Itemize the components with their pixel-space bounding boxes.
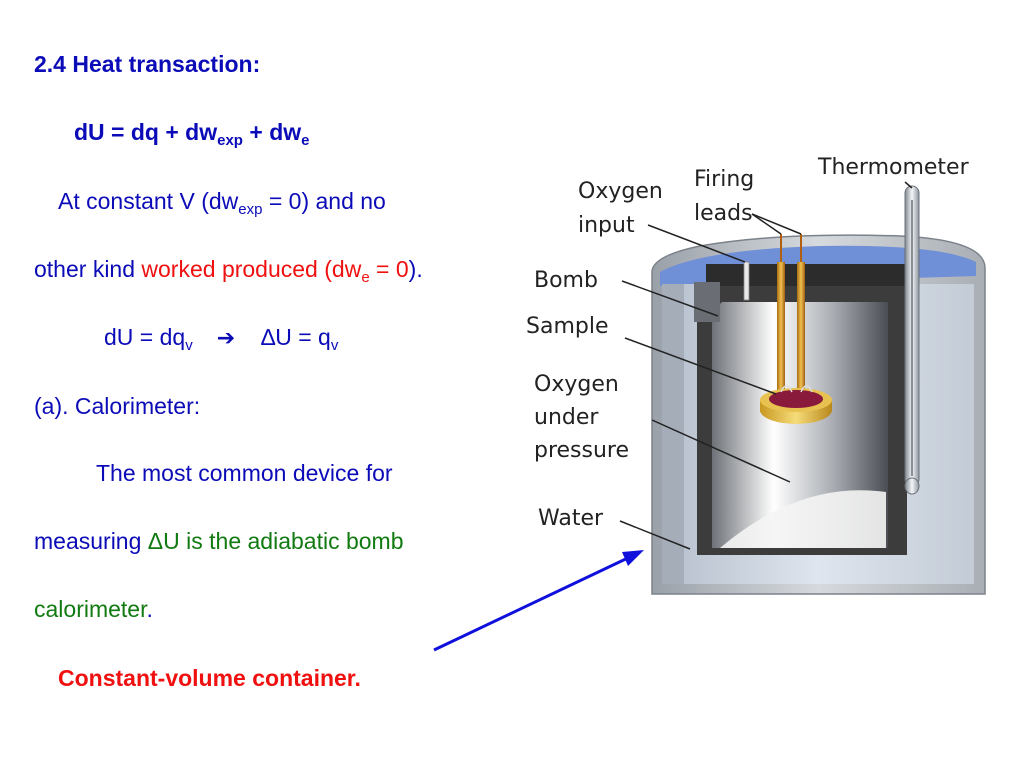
leader-sample bbox=[624, 337, 777, 395]
pointer-arrow-head bbox=[622, 550, 644, 566]
firing-lead-rod-1 bbox=[777, 262, 785, 392]
thermometer-bulb bbox=[904, 477, 920, 495]
label-oxygen-under-pressure: Oxygen under pressure bbox=[534, 372, 629, 463]
eq1-mid: + dw bbox=[242, 119, 302, 145]
p2-l2-green: ΔU is the adiabatic bomb bbox=[147, 528, 404, 554]
calorimeter-heading: (a). Calorimeter: bbox=[34, 393, 201, 419]
bomb-lid bbox=[706, 264, 916, 286]
bomb-interior-floor bbox=[720, 490, 886, 548]
leader-firing-leads-1 bbox=[751, 213, 782, 235]
p2-l3-green: calorimeter bbox=[34, 596, 147, 622]
eq1-lhs: dU = dq + dw bbox=[74, 119, 218, 145]
p2-l2-a: measuring bbox=[34, 528, 148, 554]
slide-heading: 2.4 Heat transaction: bbox=[34, 51, 261, 77]
ignition-wire bbox=[780, 385, 813, 393]
p1-l1-sub: exp bbox=[238, 201, 263, 218]
leader-water bbox=[619, 520, 691, 550]
label-oxygen-input: Oxygen input bbox=[578, 179, 670, 238]
p1-l2-red: worked produced (dw bbox=[141, 256, 362, 282]
leader-thermometer bbox=[904, 181, 913, 189]
leader-bomb bbox=[621, 280, 719, 317]
constant-volume-equation: dU = dqv➔∆U = qv bbox=[104, 323, 338, 353]
eq1-sub-e: e bbox=[301, 132, 310, 149]
firing-lead-rod-2 bbox=[797, 262, 805, 392]
paragraph2-line3: calorimeter. bbox=[34, 595, 153, 623]
paragraph1-line1: At constant V (dwexp = 0) and no bbox=[58, 187, 386, 218]
oxygen-inlet-tube bbox=[743, 261, 750, 301]
bomb-interior bbox=[712, 302, 888, 548]
leader-firing-leads-2 bbox=[751, 213, 802, 235]
water-side bbox=[662, 284, 684, 584]
internal-energy-equation: dU = dq + dwexp + dwe bbox=[74, 118, 310, 149]
label-firing-leads: Firing leads bbox=[694, 167, 761, 226]
eq1-sub-exp: exp bbox=[217, 132, 243, 149]
sample-material bbox=[769, 390, 823, 408]
p1-l1-b: = 0) and no bbox=[262, 188, 386, 214]
eq2-rhs: ∆U = q bbox=[261, 324, 331, 350]
p1-l2-a: other kind bbox=[34, 256, 142, 282]
p1-l2-sub: e bbox=[361, 269, 370, 286]
paragraph1-line2: other kind worked produced (dwe = 0). bbox=[34, 255, 423, 286]
constant-volume-note: Constant-volume container. bbox=[58, 665, 361, 691]
label-thermometer: Thermometer bbox=[817, 155, 970, 180]
label-water: Water bbox=[538, 506, 604, 531]
label-bomb: Bomb bbox=[534, 268, 598, 293]
eq2-lhs: dU = dq bbox=[104, 324, 186, 350]
paragraph2-line1: The most common device for bbox=[96, 460, 393, 486]
p2-l3-end: . bbox=[146, 596, 153, 622]
paragraph2-line2: measuring ΔU is the adiabatic bomb bbox=[34, 527, 404, 555]
p1-l1-a: At constant V (dw bbox=[58, 188, 239, 214]
leader-oxygen-input bbox=[647, 224, 746, 263]
pointer-arrow-shaft bbox=[433, 554, 633, 652]
implies-arrow-icon: ➔ bbox=[216, 326, 236, 351]
leader-oxygen-pressure bbox=[651, 419, 791, 483]
eq2-lhs-sub: v bbox=[185, 337, 193, 354]
p1-l2-red2: = 0 bbox=[369, 256, 409, 282]
eq2-rhs-sub: v bbox=[330, 337, 339, 354]
p1-l2-end: ). bbox=[408, 256, 423, 282]
label-sample: Sample bbox=[526, 314, 609, 339]
